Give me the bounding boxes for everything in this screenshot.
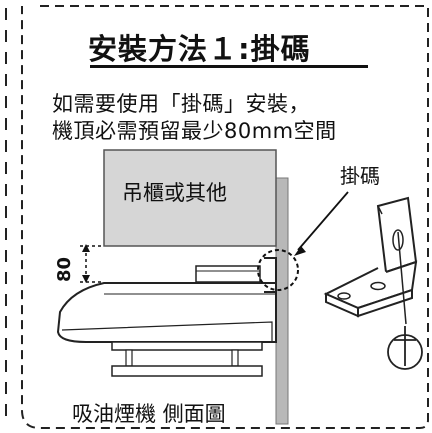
instruction-line-2: 機頂必需預留最少80mm空間 [52, 119, 337, 143]
wall [275, 177, 289, 425]
highlight-circle [257, 249, 299, 291]
hood-filter-right [231, 349, 239, 367]
instruction-line-1: 如需要使用「掛碼」安裝， [52, 92, 310, 116]
cabinet-label: 吊櫃或其他 [122, 181, 227, 205]
title-underline [90, 65, 368, 68]
dimension-arrow-top [82, 244, 90, 252]
dashed-border [21, 5, 429, 429]
side-view-caption: 吸油煙機 側面圖 [72, 402, 226, 426]
cabinet-box [103, 149, 277, 247]
hood-underside [111, 341, 263, 351]
dimension-label: 80 [54, 256, 75, 282]
screw-line [397, 231, 407, 325]
page-title: 安裝方法１:掛碼 [88, 32, 311, 66]
hood-filter-left [125, 349, 133, 367]
hood-body [56, 282, 277, 343]
bracket-label: 掛碼 [340, 164, 380, 188]
hood-bottom-bar [111, 365, 263, 377]
hood-front-panel [61, 321, 273, 342]
hood-bracket-small [264, 257, 277, 293]
dimension-arrow-bottom [82, 275, 90, 283]
leader-line [297, 191, 349, 251]
hood-top-vent [195, 265, 261, 283]
bracket-callout [323, 196, 418, 318]
leader-arrowhead [294, 246, 306, 256]
